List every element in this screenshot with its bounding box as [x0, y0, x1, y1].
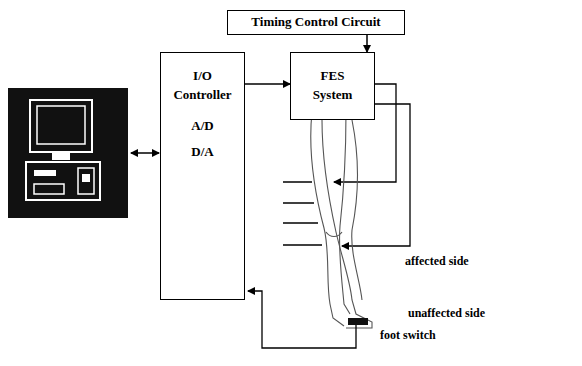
control-box: Timing Control Circuit: [227, 10, 405, 35]
side-label: affected side: [405, 254, 469, 269]
box-title: I/O Controller: [168, 67, 238, 105]
foot-switch: [348, 318, 368, 325]
fes-box: FES System: [290, 52, 375, 120]
part-label: foot switch: [380, 328, 436, 343]
signal-arrow: [245, 83, 290, 85]
box-text: A/D: [168, 117, 238, 136]
data-link: [131, 152, 159, 154]
box-text: D/A: [168, 143, 238, 162]
signal-arrow: [366, 35, 368, 52]
stim-lead: [342, 104, 410, 246]
computer-icon: [8, 88, 128, 218]
box-title: Timing Control Circuit: [251, 13, 380, 32]
side-label: unaffected side: [408, 306, 485, 321]
controller-box: I/O ControllerA/D D/A: [160, 52, 245, 300]
box-title: FES System: [303, 67, 363, 105]
switch-wire: [248, 291, 356, 348]
leg-illustration: [311, 112, 372, 328]
